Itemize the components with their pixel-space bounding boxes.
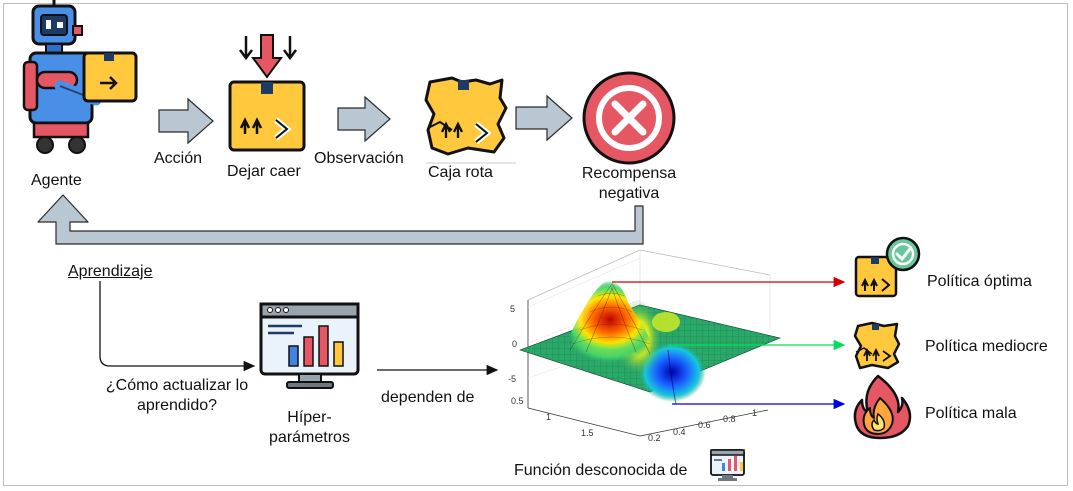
hyperparams-label-line2: parámetros <box>269 429 350 446</box>
optimal-box-icon <box>854 236 921 298</box>
action-label: Acción <box>154 150 203 167</box>
y-tick-0-5: 0.5 <box>511 396 524 406</box>
agent-label: Agente <box>31 172 82 189</box>
z-tick-0: 0 <box>512 339 517 349</box>
z-tick-5: 5 <box>510 304 515 314</box>
depend-label: dependen de <box>381 389 475 406</box>
y-tick-1-5: 1.5 <box>581 428 594 438</box>
mediocre-policy-label: Política mediocre <box>925 338 1048 355</box>
observation-label: Observación <box>314 150 404 167</box>
surface-plot: 5 0 -5 0.5 1 1.5 0.2 0.4 0.6 0.8 1 <box>508 249 781 443</box>
drop-box-icon <box>228 34 306 152</box>
x-tick-0-4: 0.4 <box>673 427 686 437</box>
x-tick-0-8: 0.8 <box>723 414 736 424</box>
fire-icon <box>853 374 912 440</box>
x-tick-1: 1 <box>752 408 757 418</box>
small-dashboard-icon <box>710 449 745 481</box>
negative-reward-icon <box>582 71 676 165</box>
reward-label-line1: Recompensa <box>581 165 677 182</box>
unknown-function-label: Función desconocida de <box>514 462 688 479</box>
figure-frame <box>3 3 1068 486</box>
x-tick-0-6: 0.6 <box>698 420 711 430</box>
reward-label-line2: negativa <box>598 185 660 202</box>
mediocre-box-icon <box>853 321 901 370</box>
observation-arrow <box>337 95 391 143</box>
action-arrow <box>158 97 214 145</box>
learning-connector <box>99 281 256 372</box>
y-tick-1: 1 <box>546 412 551 422</box>
reward-arrow <box>515 94 573 142</box>
question-label-line1: ¿Cómo actualizar lo <box>105 377 249 394</box>
dashboard-monitor-icon <box>259 302 360 389</box>
hyperparams-label-line1: Híper- <box>287 409 332 426</box>
robot-agent-icon <box>22 0 138 154</box>
feedback-arrow <box>37 194 644 245</box>
z-tick-neg5: -5 <box>508 374 516 384</box>
optimal-policy-label: Política óptima <box>927 273 1032 290</box>
x-tick-0-2: 0.2 <box>648 433 661 443</box>
broken-box-label: Caja rota <box>428 164 493 181</box>
learning-label: Aprendizaje <box>68 263 153 280</box>
bad-policy-label: Política mala <box>925 405 1017 422</box>
drop-label: Dejar caer <box>227 163 301 180</box>
question-label-line2: aprendido? <box>136 397 218 414</box>
broken-box-icon <box>424 76 516 164</box>
